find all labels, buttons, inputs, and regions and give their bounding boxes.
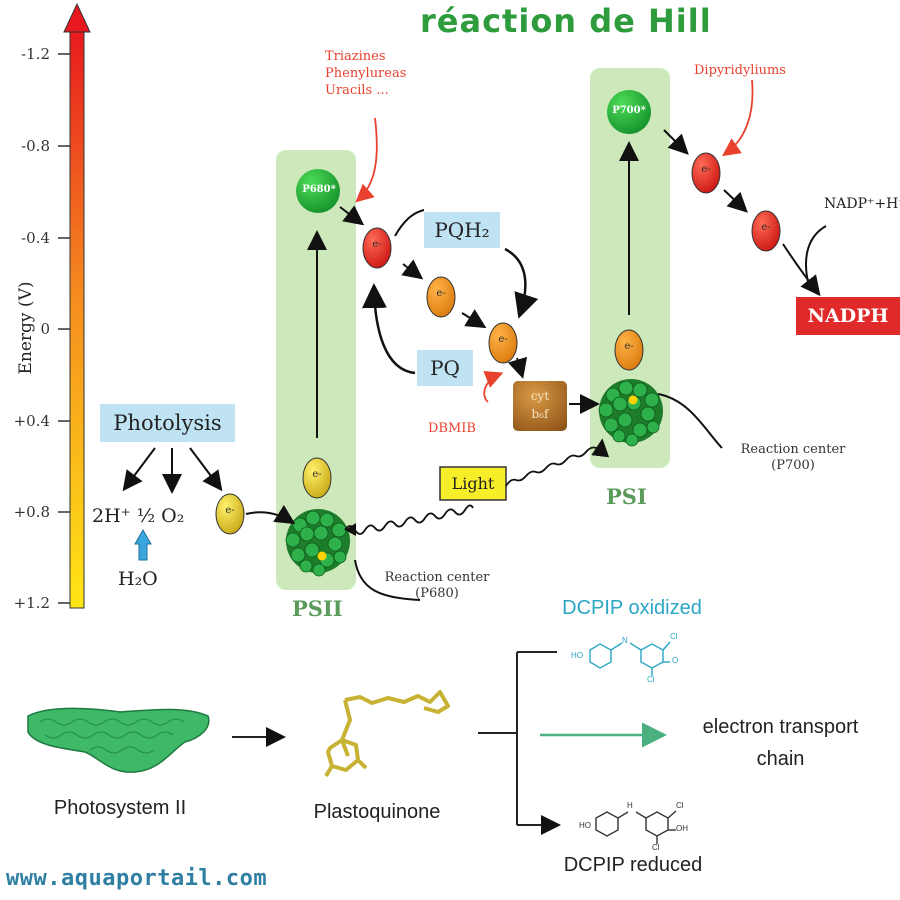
- cyt-b6f-label: cyt b₆f: [513, 387, 567, 423]
- chem-atom-label: Cl: [652, 843, 660, 852]
- electron-label: e-: [701, 164, 711, 175]
- chem-atom-label: H: [627, 801, 633, 810]
- electron-transport-chain-label: electron transport chain: [668, 711, 893, 775]
- water-label: H₂O: [118, 568, 158, 590]
- psi-reaction-center: [598, 379, 663, 447]
- electron-label: e-: [372, 239, 382, 250]
- dcpip-oxidized-structure: [589, 641, 671, 676]
- dipyridyliums-note: Dipyridyliums: [694, 63, 786, 78]
- electron-label: e-: [225, 505, 235, 516]
- chem-atom-label: HO: [571, 651, 583, 660]
- photolysis-label: Photolysis: [100, 404, 235, 442]
- p680-label: P680*: [302, 184, 336, 195]
- rc-psi-line2: (P700): [771, 458, 815, 473]
- tick-label: -1.2: [21, 45, 50, 63]
- psi-reaction-center-label: Reaction center (P700): [718, 442, 868, 474]
- light-label: Light: [451, 474, 495, 493]
- photosystem-ii-label: Photosystem II: [53, 797, 187, 819]
- tick-label: +0.4: [13, 412, 50, 430]
- plastoquinone-label: Plastoquinone: [313, 801, 441, 823]
- dcpip-oxidized-label: DCPIP oxidized: [562, 597, 702, 619]
- rc-psii-line1: Reaction center: [384, 570, 490, 585]
- p700-label: P700*: [612, 105, 646, 116]
- psii-label: PSII: [292, 596, 343, 621]
- tick-label: -0.8: [21, 137, 50, 155]
- nadp-label: NADP⁺+H⁺: [824, 196, 900, 212]
- dcpip-reduced-structure: [595, 810, 677, 844]
- plastoquinone-structure: [324, 690, 450, 778]
- chem-atom-label: OH: [676, 824, 688, 833]
- dbmib-note: DBMIB: [428, 421, 476, 436]
- inhibitor-phenylureas: Phenylureas: [325, 66, 407, 81]
- tick-label: +0.8: [13, 503, 50, 521]
- pqh2-label: PQH₂: [424, 212, 500, 248]
- dcpip-reduced-label: DCPIP reduced: [563, 854, 703, 876]
- etc-line1: electron transport: [702, 716, 859, 738]
- psi-label: PSI: [606, 484, 647, 509]
- electron-label: e-: [624, 341, 634, 352]
- rc-psii-line2: (P680): [415, 586, 459, 601]
- psii-reaction-center-label: Reaction center (P680): [362, 570, 512, 602]
- cyt-line: cyt: [530, 389, 550, 403]
- chem-atom-label: N: [622, 636, 628, 645]
- electron-label: e-: [436, 288, 446, 299]
- tick-label: 0: [40, 320, 50, 338]
- oxygen-products-label: 2H⁺ ½ O₂: [92, 505, 185, 527]
- diagram-title: réaction de Hill: [420, 2, 712, 40]
- psii-reaction-center: [285, 509, 350, 577]
- tick-label: +1.2: [13, 594, 50, 612]
- chem-atom-label: HO: [579, 821, 591, 830]
- tick-label: -0.4: [21, 229, 50, 247]
- nadph-label: NADPH: [807, 305, 889, 327]
- inhibitor-triazines: Triazines: [325, 49, 386, 64]
- b6f-line: b₆f: [531, 407, 549, 421]
- pq-label: PQ: [417, 350, 473, 386]
- electron-label: e-: [312, 469, 322, 480]
- photosystem-ii-structure: [27, 707, 210, 773]
- electron-label: e-: [498, 334, 508, 345]
- rc-psi-line1: Reaction center: [740, 442, 846, 457]
- watermark: www.aquaportail.com: [6, 866, 268, 891]
- etc-line2: chain: [756, 748, 805, 770]
- inhibitor-uracils: Uracils ...: [325, 83, 389, 98]
- chem-atom-label: Cl: [670, 632, 678, 641]
- psii-inhibitors-note: Triazines Phenylureas Uracils ...: [325, 48, 406, 99]
- chem-atom-label: O: [672, 656, 679, 665]
- chem-atom-label: Cl: [647, 675, 655, 684]
- chem-atom-label: Cl: [676, 801, 684, 810]
- electron-label: e-: [761, 222, 771, 233]
